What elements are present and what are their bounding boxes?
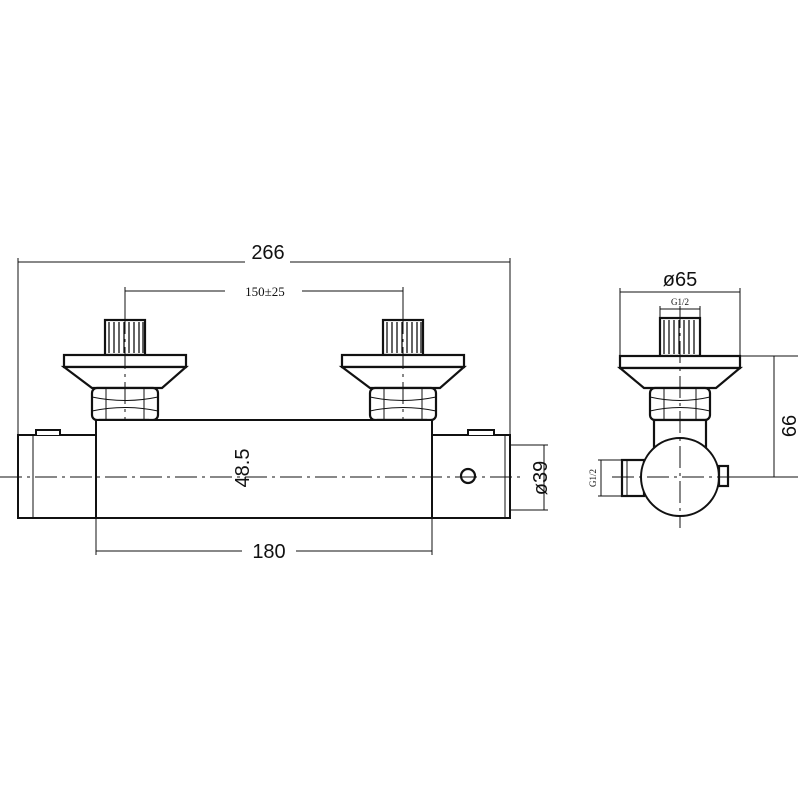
side-outlet: G1/2 [588,458,646,498]
left-inlet [60,312,189,432]
valve-body [95,419,433,519]
right-handle [431,429,511,519]
dimension-body-diameter: ø39 [510,444,552,511]
body-length-label: 180 [252,541,285,563]
left-handle [17,429,97,519]
inlet-spacing-label: 150±25 [245,284,285,299]
top-thread-label: G1/2 [671,297,689,307]
front-view: 266 150±25 [0,242,552,563]
overall-width-label: 266 [251,242,284,264]
depth-label: 66 [779,415,800,437]
body-height-label: 48.5 [232,449,254,488]
dimension-inlet-spacing: 150±25 [124,284,404,322]
flange-diameter-label: ø65 [663,269,697,291]
side-thread-label: G1/2 [588,469,598,487]
side-view: ø65 G1/2 [588,269,800,528]
right-inlet [338,312,467,432]
side-knob [717,464,730,488]
dimension-depth: 66 [720,355,800,478]
dimension-flange-diameter: ø65 [619,269,741,356]
body-diameter-label: ø39 [530,461,552,495]
dimension-body-length: 180 [95,518,433,563]
